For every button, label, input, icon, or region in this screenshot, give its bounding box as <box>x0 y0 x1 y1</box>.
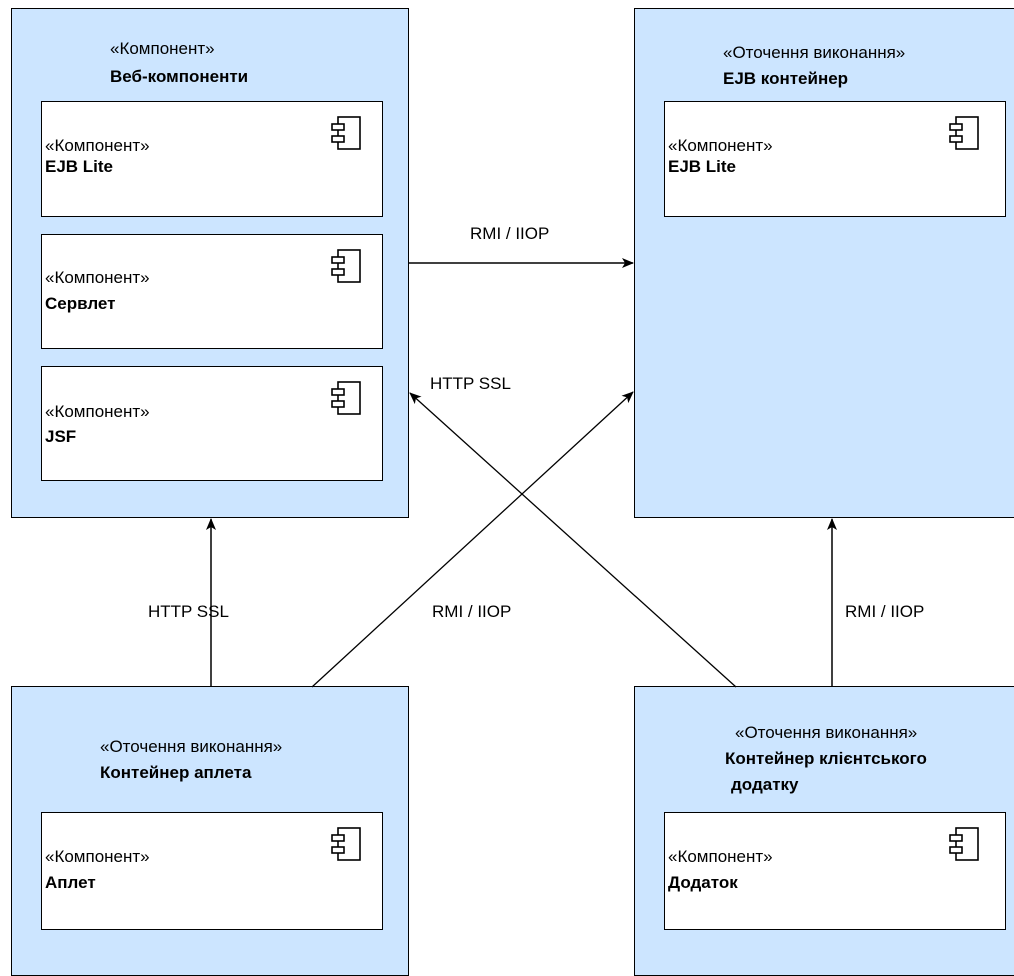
servlet-component[interactable]: «Компонент» Сервлет <box>41 234 383 349</box>
component-stereotype: «Компонент» <box>668 847 773 866</box>
component-icon <box>949 827 979 861</box>
component-name: JSF <box>45 427 77 446</box>
component-icon <box>331 827 361 861</box>
component-icon <box>949 116 979 150</box>
client-container-name-line2: додатку <box>731 775 799 794</box>
client-container-name-line1: Контейнер клієнтського <box>725 749 927 768</box>
edge-label-client-to-ejb: RMI / IIOP <box>845 602 925 621</box>
component-icon <box>331 249 361 283</box>
ejb-container-stereotype: «Оточення виконання» <box>723 43 906 62</box>
web-components-stereotype: «Компонент» <box>110 39 215 58</box>
ejb-lite-component[interactable]: «Компонент» EJB Lite <box>664 101 1006 217</box>
component-name: EJB Lite <box>668 157 737 176</box>
edge-label-client-to-web: HTTP SSL <box>430 374 511 393</box>
jsf-component[interactable]: «Компонент» JSF <box>41 366 383 481</box>
applet-component[interactable]: «Компонент» Аплет <box>41 812 383 930</box>
web-components-node[interactable]: «Компонент» Веб-компоненти «Компонент» E… <box>11 8 409 518</box>
component-stereotype: «Компонент» <box>45 268 150 287</box>
edge-label-applet-to-web: HTTP SSL <box>148 602 229 621</box>
ejb-container-name: EJB контейнер <box>723 69 849 88</box>
edge-client-to-web <box>409 392 737 688</box>
ejb-lite-component[interactable]: «Компонент» EJB Lite <box>41 101 383 217</box>
component-name: Аплет <box>45 873 96 892</box>
ejb-container-node[interactable]: «Оточення виконання» EJB контейнер «Комп… <box>634 8 1014 518</box>
component-name: EJB Lite <box>45 157 114 176</box>
component-stereotype: «Компонент» <box>45 402 150 421</box>
component-stereotype: «Компонент» <box>45 847 150 866</box>
component-icon <box>331 381 361 415</box>
component-stereotype: «Компонент» <box>668 136 773 155</box>
component-stereotype: «Компонент» <box>45 136 150 155</box>
client-container-stereotype: «Оточення виконання» <box>735 723 918 742</box>
component-name: Сервлет <box>45 294 116 313</box>
applet-container-name: Контейнер аплета <box>100 763 252 782</box>
edge-label-web-to-ejb: RMI / IIOP <box>470 224 550 243</box>
application-component[interactable]: «Компонент» Додаток <box>664 812 1006 930</box>
applet-container-node[interactable]: «Оточення виконання» Контейнер аплета «К… <box>11 686 409 976</box>
component-icon <box>331 116 361 150</box>
client-container-node[interactable]: «Оточення виконання» Контейнер клієнтськ… <box>634 686 1014 976</box>
component-name: Додаток <box>668 873 738 892</box>
edge-applet-to-ejb <box>311 391 634 688</box>
web-components-name: Веб-компоненти <box>110 67 249 86</box>
applet-container-stereotype: «Оточення виконання» <box>100 737 283 756</box>
edge-label-applet-to-ejb: RMI / IIOP <box>432 602 512 621</box>
